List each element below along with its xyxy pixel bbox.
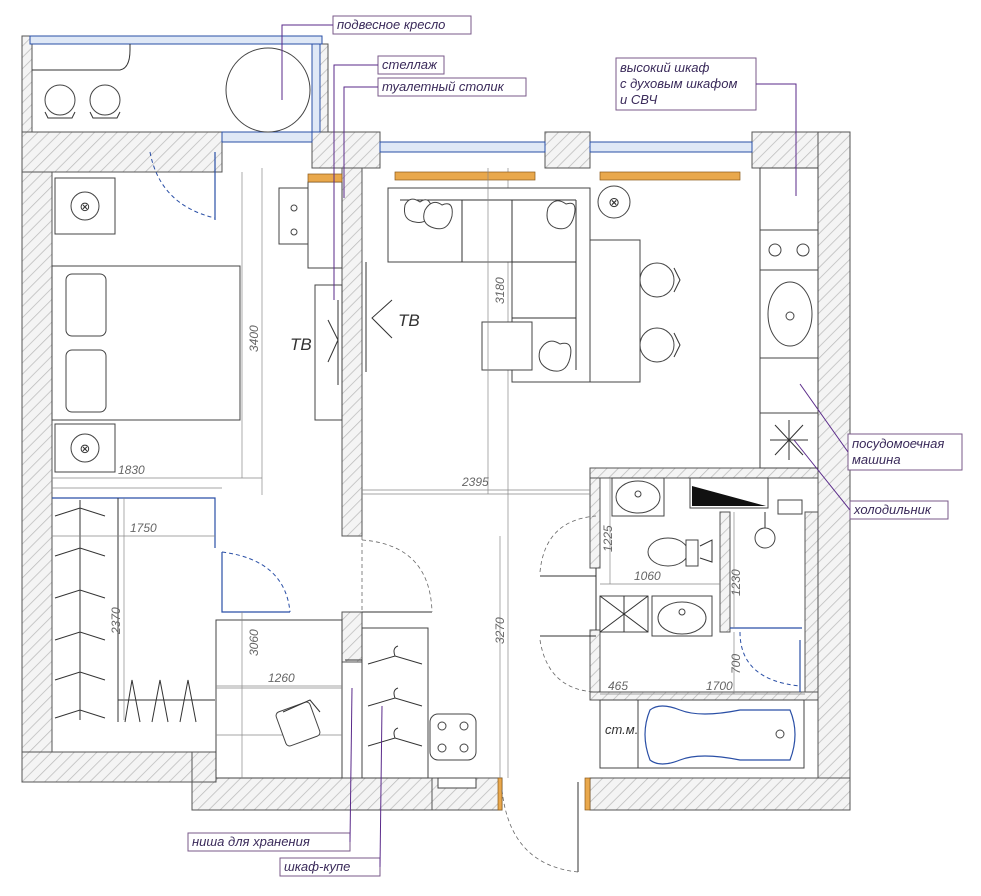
dim-closet-height: 2370 <box>109 607 123 635</box>
washing-machine <box>599 699 639 769</box>
dim-bedroom-height: 3400 <box>247 325 261 352</box>
svg-text:⊗: ⊗ <box>80 442 91 457</box>
callout-hanging-chair: подвесное кресло <box>337 17 445 32</box>
dim-desk-width: 1260 <box>268 671 295 685</box>
pouf <box>429 713 477 761</box>
dim-bath-left: 465 <box>608 679 628 693</box>
heater-mark <box>692 486 766 506</box>
dishwasher <box>759 357 819 414</box>
callout-tall-cabinet-2: с духовым шкафом <box>620 76 738 91</box>
dim-bath-height: 1230 <box>729 569 743 596</box>
callout-dressing-table: туалетный столик <box>382 79 505 94</box>
dim-bath-width: 1700 <box>706 679 733 693</box>
pillow <box>65 273 107 337</box>
closet <box>52 487 291 723</box>
dim-hall-height: 3060 <box>247 629 261 656</box>
cushions <box>404 198 576 372</box>
balcony <box>32 44 311 220</box>
balcony-chair <box>44 84 76 119</box>
wardrobe <box>361 627 429 779</box>
boiler <box>777 499 803 515</box>
kitchen-units <box>759 167 819 469</box>
callout-storage-niche: ниша для хранения <box>192 834 310 849</box>
callout-tall-cabinet-3: и СВЧ <box>620 92 657 107</box>
callout-wardrobe: шкаф-купе <box>284 859 350 874</box>
dim-wc-width: 1060 <box>634 569 661 583</box>
callout-dishwasher-2: машина <box>852 452 901 467</box>
bar-chair <box>639 262 681 298</box>
desk-area <box>215 619 343 779</box>
dim-bedroom-width: 1830 <box>118 463 145 477</box>
living-kitchen: ⊗ <box>362 167 819 778</box>
hangers-column <box>54 500 106 720</box>
hall <box>215 536 591 873</box>
tv-label-left: ТВ <box>290 335 312 354</box>
callouts: подвесное кресло стеллаж туалетный столи… <box>187 15 963 877</box>
callout-tall-cabinet-1: высокий шкаф <box>620 60 709 75</box>
pillow <box>65 349 107 413</box>
dim-wc-height: 1225 <box>601 525 615 552</box>
windows <box>29 35 753 153</box>
rack <box>307 181 343 269</box>
coffee-table <box>481 321 533 371</box>
svg-text:⊗: ⊗ <box>608 195 620 211</box>
bathrooms <box>539 477 805 769</box>
callout-fridge: холодильник <box>853 502 932 517</box>
toilet <box>647 537 713 567</box>
dining-table <box>589 239 641 383</box>
sofa <box>387 187 591 383</box>
office-chair <box>275 699 321 747</box>
hangers-row <box>118 679 215 723</box>
dim-corridor-height: 3270 <box>493 617 507 644</box>
washing-machine-label: ст.м. <box>605 722 638 737</box>
bar-chair <box>639 327 681 363</box>
tv-label-right: ТВ <box>398 311 420 330</box>
wardrobe-hangers <box>367 645 423 747</box>
dim-living-width: 2395 <box>461 475 489 489</box>
walls <box>21 35 851 811</box>
balcony-chair <box>89 84 121 119</box>
bedroom: ⊗ ⊗ <box>51 168 343 495</box>
dim-bath-small-height: 700 <box>729 654 743 674</box>
hanging-chair <box>225 47 311 133</box>
callout-rack: стеллаж <box>382 57 438 72</box>
dim-living-height: 3180 <box>493 277 507 304</box>
dimension-labels: 3400 1830 1750 2370 3060 1260 3180 2395 … <box>109 277 743 693</box>
tall-cabinet <box>759 167 819 231</box>
dimension-lines <box>52 168 805 778</box>
dim-closet-width: 1750 <box>130 521 157 535</box>
callout-dishwasher-1: посудомоечная <box>852 436 944 451</box>
svg-text:⊗: ⊗ <box>80 200 91 215</box>
stool <box>597 185 631 219</box>
